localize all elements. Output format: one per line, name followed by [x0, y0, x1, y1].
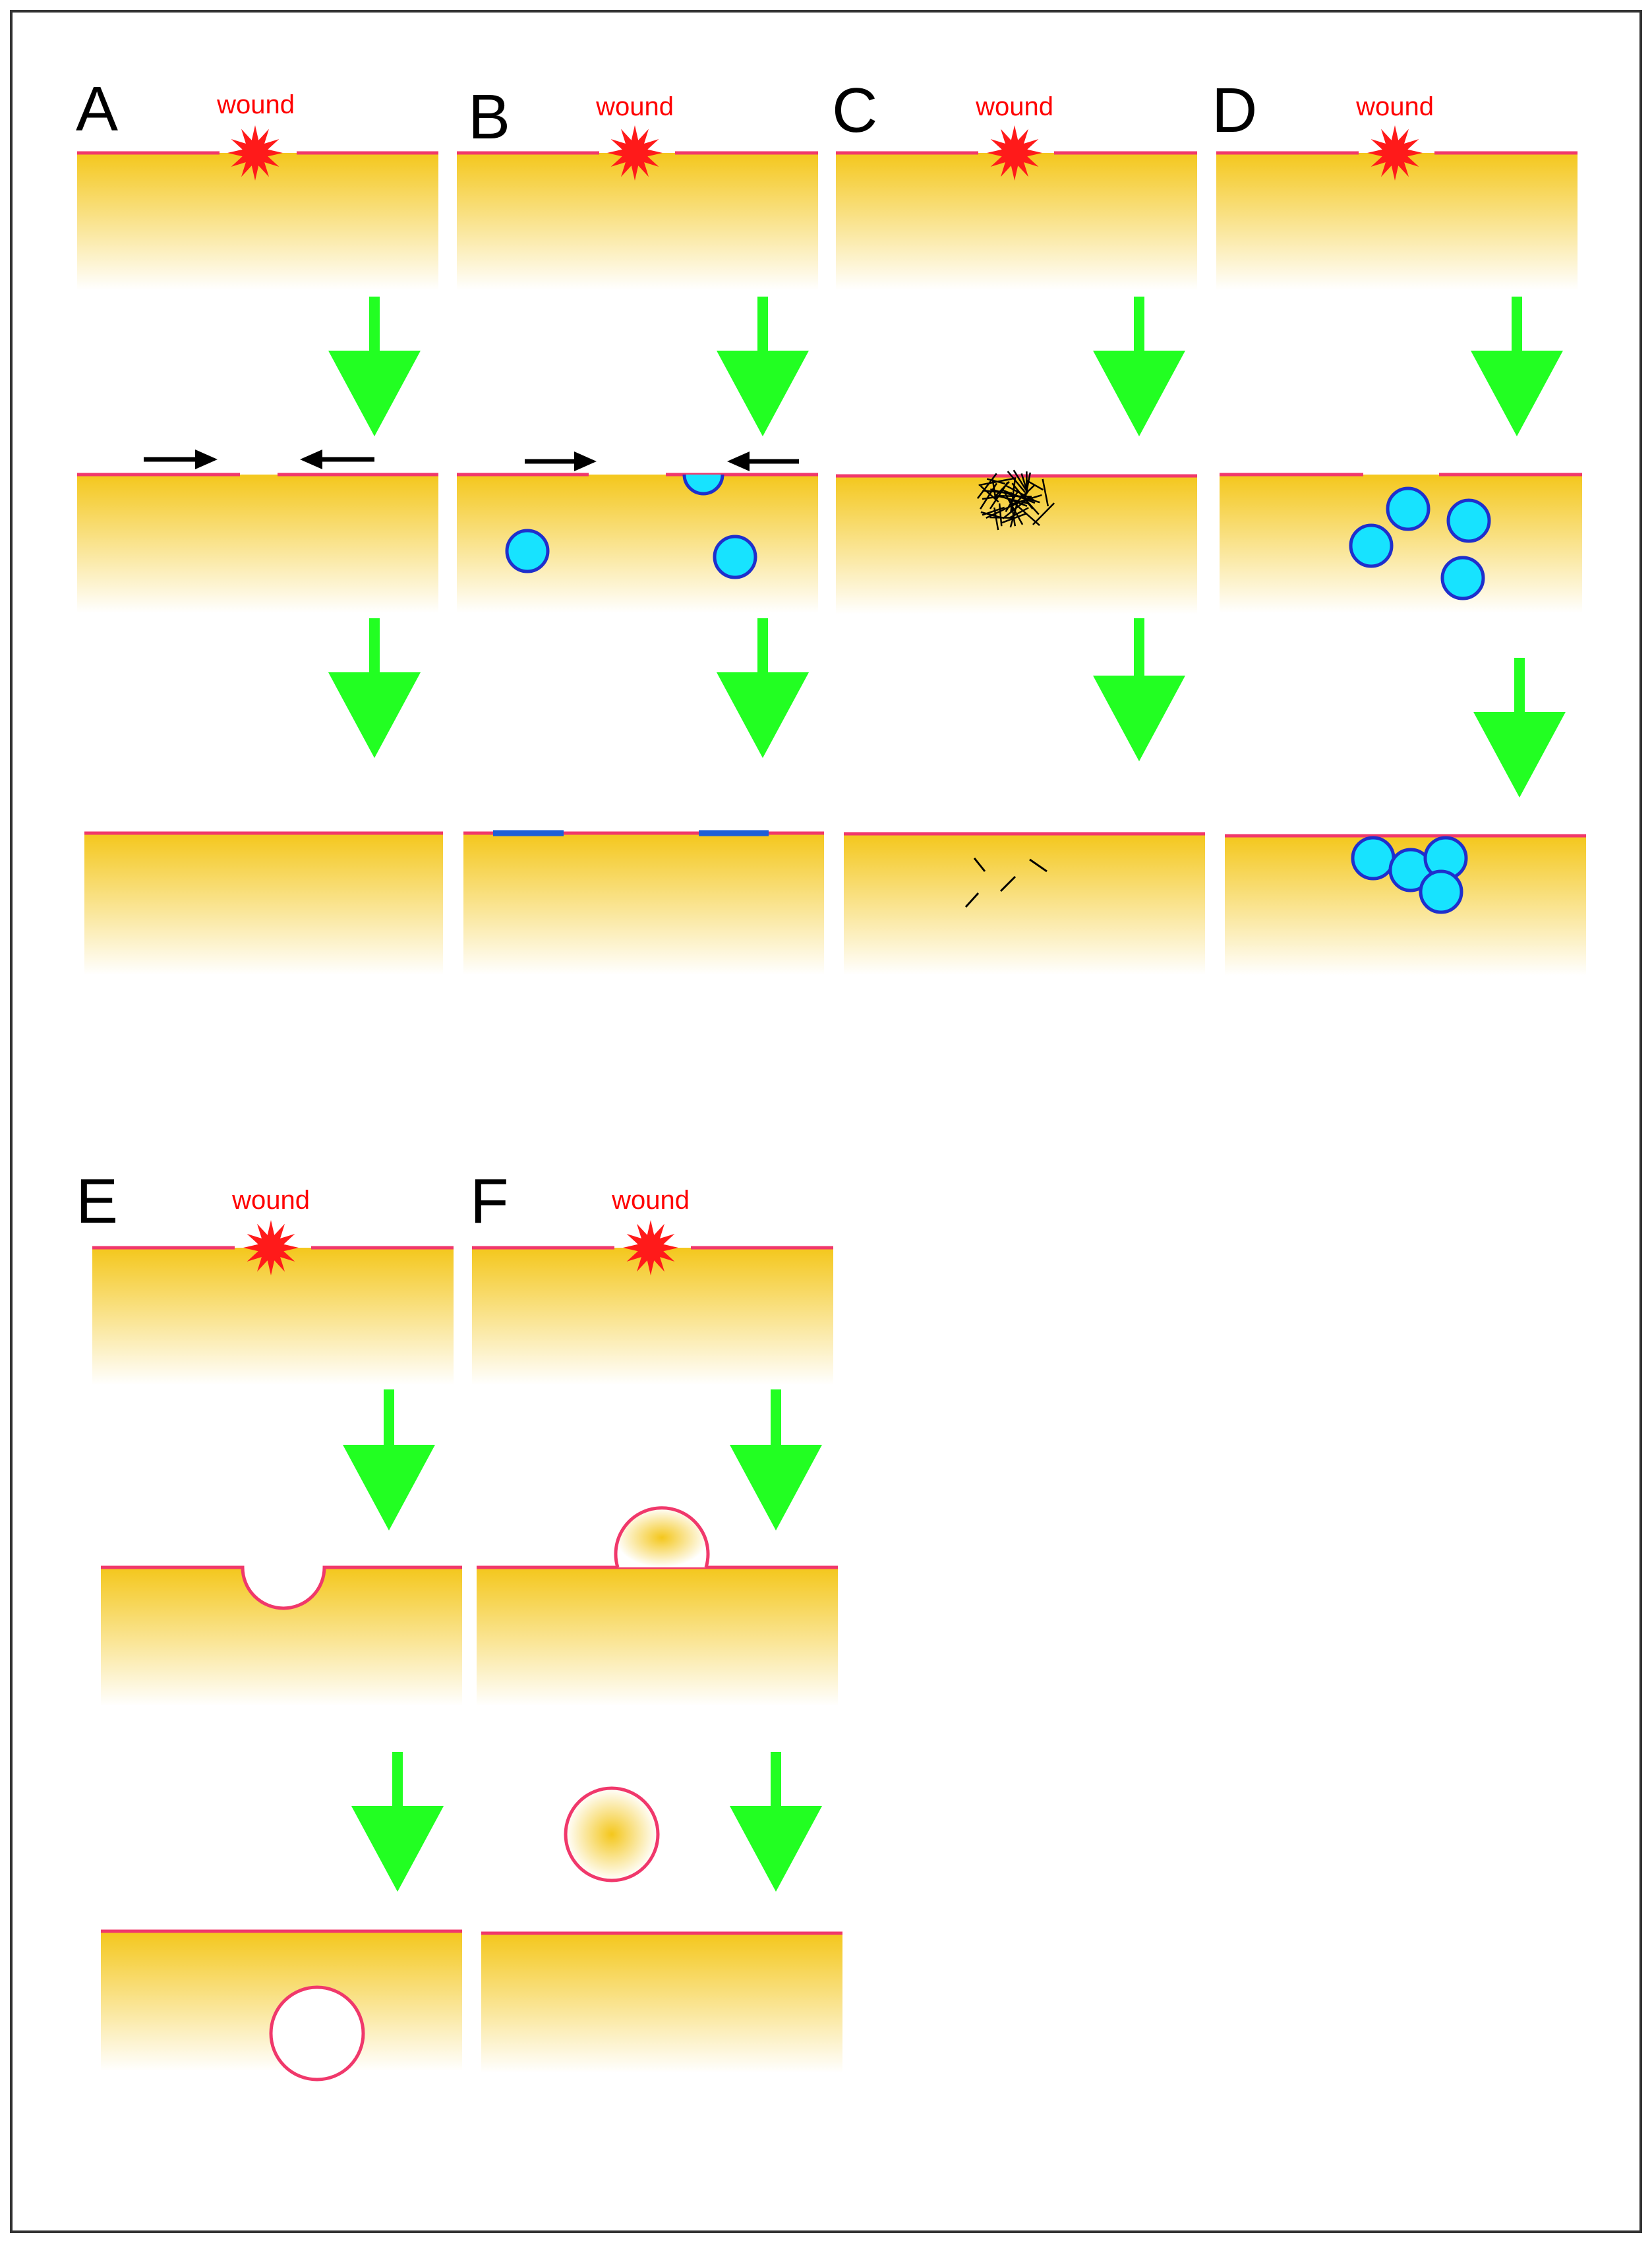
panel-letter-d: D	[1212, 75, 1257, 146]
budding-vesicle-outline	[614, 1506, 710, 1568]
tissue-c3	[844, 834, 1205, 975]
wound-icon-d	[1367, 125, 1423, 181]
tissue-f1	[472, 1248, 833, 1385]
panel-letter-e: E	[76, 1166, 118, 1237]
tissue-a1	[77, 153, 438, 290]
fibrin-remnant-2	[999, 875, 1017, 892]
fibrin-remnant-1	[973, 858, 986, 872]
step-arrow-icon-d2	[1473, 658, 1566, 798]
wound-label-e: wound	[231, 1186, 310, 1215]
step-arrow-icon-e1	[343, 1389, 435, 1530]
cell-d-8	[1419, 869, 1463, 914]
tissue-d1	[1216, 153, 1578, 290]
tissue-e1	[92, 1248, 454, 1385]
step-arrow-icon-a2	[328, 618, 421, 758]
fibrin-fiber	[1032, 502, 1055, 525]
endocytic-pit-fill	[243, 1567, 324, 1608]
step-arrow-icon-a1	[328, 297, 421, 436]
step-arrow-icon-c1	[1093, 297, 1185, 436]
tissue-a2	[77, 475, 438, 613]
tissue-b3	[463, 833, 824, 975]
wound-label-b: wound	[595, 92, 674, 121]
cell-b-docked-outline	[682, 474, 724, 496]
migration-arrow-icon-b-left-head	[727, 452, 750, 471]
step-arrow-icon-b2	[717, 618, 809, 758]
cell-d-3	[1349, 523, 1394, 568]
fibrin-fiber	[1024, 472, 1032, 500]
step-arrow-icon-f2	[730, 1752, 822, 1892]
cell-d-2	[1446, 498, 1491, 543]
step-arrow-icon-b1	[717, 297, 809, 436]
fibrin-fiber	[1002, 489, 1036, 504]
tissue-f2	[477, 1567, 838, 1706]
internalized-vesicle	[269, 1985, 365, 2082]
fibrin-fiber	[980, 482, 997, 510]
fibrin-fiber	[986, 478, 1006, 485]
step-arrow-icon-f1	[730, 1389, 822, 1530]
figure-frame	[10, 10, 1642, 2233]
membrane-e2-invaginated	[101, 1565, 462, 1610]
cell-d-5	[1351, 836, 1396, 881]
tissue-c2	[836, 476, 1197, 614]
panel-letter-f: F	[470, 1166, 509, 1237]
fibrin-fiber	[1002, 496, 1032, 519]
panel-letter-c: C	[832, 75, 877, 146]
cell-d-1	[1386, 486, 1431, 531]
wound-icon-f	[623, 1220, 678, 1275]
budding-vesicle-fill	[616, 1507, 708, 1567]
wound-label-d: wound	[1355, 92, 1434, 121]
fibrin-fiber	[1020, 473, 1029, 494]
fibrin-fiber	[1013, 469, 1028, 492]
wound-icon-e	[243, 1220, 299, 1275]
panel-letter-b: B	[468, 82, 510, 152]
step-arrow-icon-c2	[1093, 618, 1185, 761]
fibrin-remnant-4	[964, 892, 980, 908]
fibrin-fiber	[989, 481, 1009, 510]
fibrin-fiber	[976, 473, 997, 499]
migration-arrow-icon-a-right-head	[195, 450, 218, 469]
wound-label-f: wound	[611, 1186, 690, 1215]
step-arrow-icon-e2	[351, 1752, 444, 1892]
cell-d-4	[1440, 556, 1485, 600]
wound-icon-a	[227, 125, 283, 181]
wound-icon-b	[607, 125, 663, 181]
fibrin-fiber	[998, 503, 1003, 527]
tissue-b1	[457, 153, 818, 290]
fibrin-fiber	[1042, 479, 1049, 507]
fibrin-fiber	[980, 511, 1001, 518]
cell-b-2	[713, 535, 757, 579]
fibrin-fiber	[1009, 507, 1029, 519]
migration-arrow-icon-b-right-head	[574, 452, 597, 471]
wound-icon-c	[987, 125, 1042, 181]
fibrin-fiber	[1007, 471, 1026, 493]
tissue-a3	[84, 833, 443, 975]
tissue-c1	[836, 153, 1197, 290]
wound-label-a: wound	[216, 90, 295, 119]
fibrin-fiber	[1001, 512, 1027, 524]
fibrin-fiber	[980, 485, 999, 503]
shed-vesicle	[564, 1786, 660, 1882]
cell-b-docked-fill	[684, 475, 723, 494]
step-arrow-icon-d1	[1471, 297, 1563, 436]
panel-letter-a: A	[76, 74, 118, 144]
fibrin-fiber	[1026, 480, 1044, 491]
migration-arrow-icon-a-left-head	[300, 450, 322, 469]
fibrin-remnant-3	[1029, 858, 1047, 873]
tissue-f3	[481, 1933, 842, 2073]
wound-label-c: wound	[975, 92, 1053, 121]
cell-b-1	[505, 529, 550, 573]
